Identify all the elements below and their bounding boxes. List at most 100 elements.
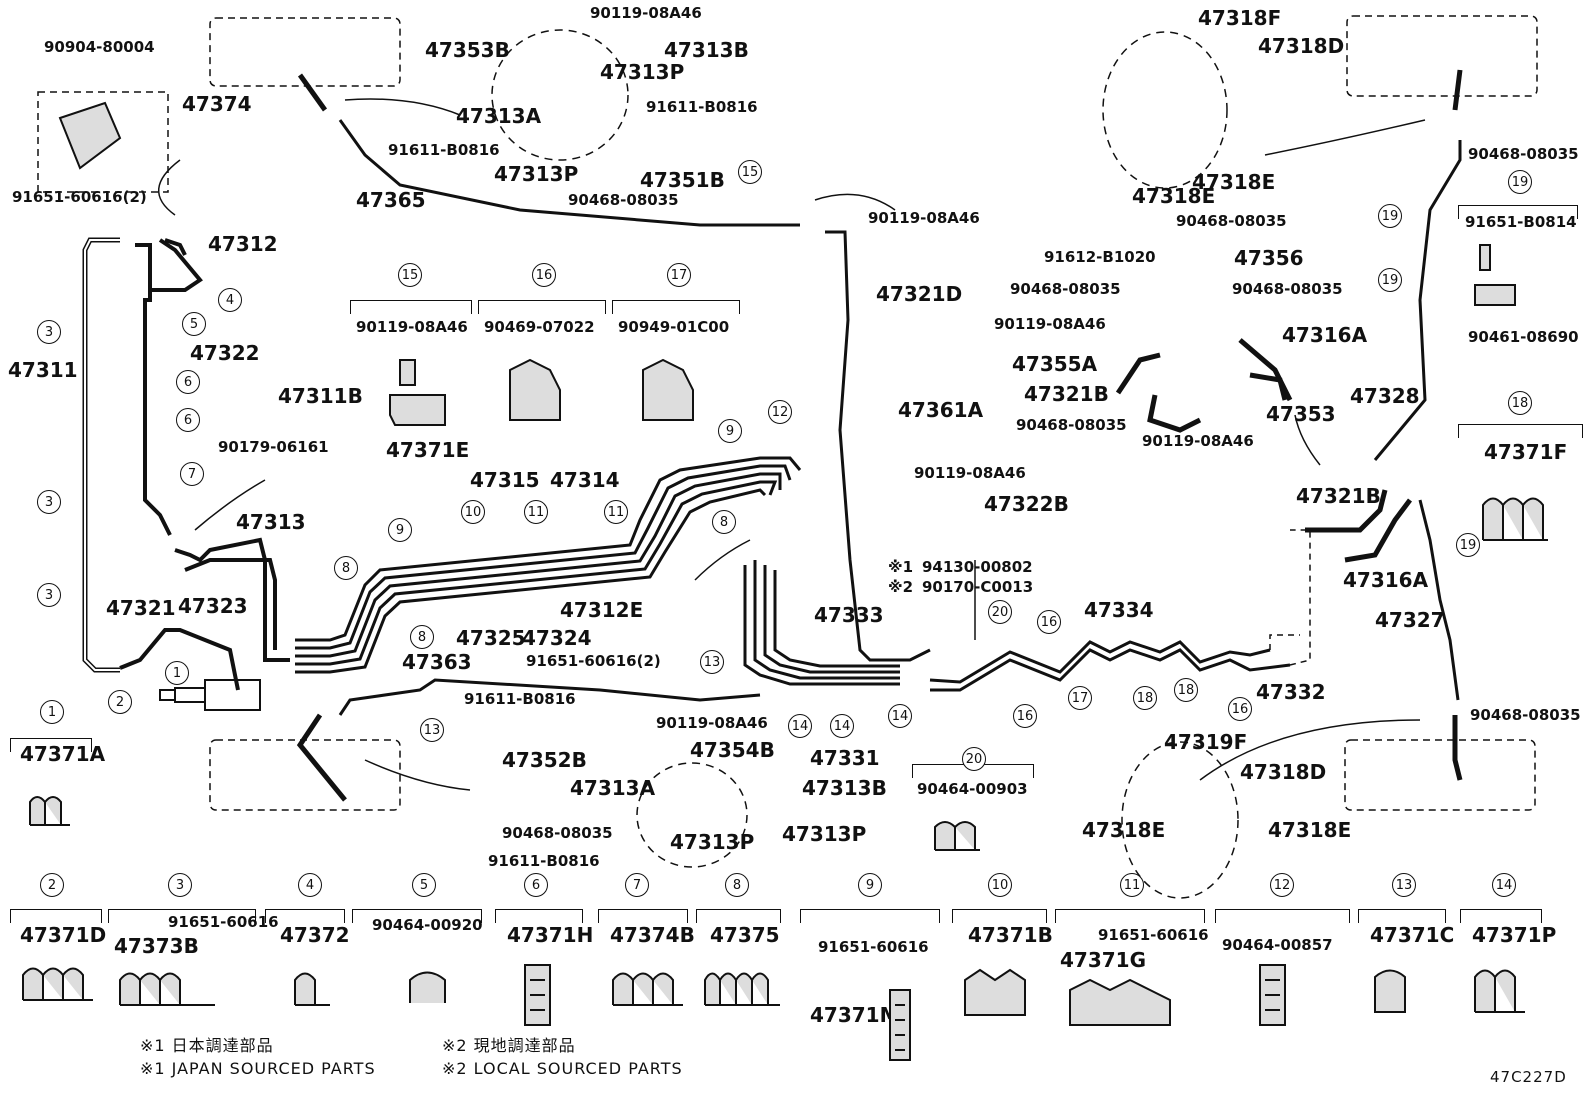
clamp-icon	[889, 989, 911, 1061]
legend-number-2: 2	[40, 873, 64, 897]
legend-number-9: 9	[858, 873, 882, 897]
legend-bracket	[352, 909, 482, 923]
clamp-icon	[509, 358, 561, 421]
clamp-icon	[642, 358, 694, 421]
part-47321B: 47321B	[1296, 484, 1381, 508]
legend-bracket	[1215, 909, 1350, 923]
clamp-ref: 14	[788, 714, 812, 738]
clamp-ref: 3	[37, 320, 61, 344]
clamp-ref: 11	[524, 500, 548, 524]
clamp-ref: 19	[1456, 533, 1480, 557]
part-47352B: 47352B	[502, 748, 587, 772]
clamp-ref: 14	[888, 704, 912, 728]
legend-part-91651-B0814: 91651-B0814	[1465, 213, 1577, 231]
part-91611-B0816: 91611-B0816	[488, 852, 600, 870]
part-91611-B0816: 91611-B0816	[464, 690, 576, 708]
legend-part-47371D: 47371D	[20, 923, 107, 947]
part-47311B: 47311B	[278, 384, 363, 408]
clamp-ref: 13	[420, 718, 444, 742]
legend-part-47372: 47372	[280, 923, 350, 947]
clamp-ref: 19	[1378, 268, 1402, 292]
legend-part-47373B: 47373B	[114, 934, 199, 958]
legend-number-10: 10	[988, 873, 1012, 897]
legend-bracket	[108, 909, 256, 923]
legend-number-20: 20	[962, 747, 986, 771]
part-90468-08035: 90468-08035	[1016, 416, 1127, 434]
legend-number-7: 7	[625, 873, 649, 897]
part-47311: 47311	[8, 358, 78, 382]
legend-bracket	[800, 909, 940, 923]
legend-bracket	[1458, 205, 1578, 219]
clamp-ref: 11	[604, 500, 628, 524]
legend-part-47371G: 47371G	[1060, 948, 1146, 972]
tube-47322	[135, 238, 203, 536]
legend-part-47374B: 47374B	[610, 923, 695, 947]
part-47322B: 47322B	[984, 492, 1069, 516]
clamp-ref: 2	[108, 690, 132, 714]
part-47332: 47332	[1256, 680, 1326, 704]
clamp-icon	[964, 968, 1026, 1016]
part-47314: 47314	[550, 468, 620, 492]
part-94130-00802: 94130-00802	[922, 558, 1033, 576]
legend-bracket	[696, 909, 781, 923]
clamp-ref: 19	[1378, 204, 1402, 228]
part-47313P: 47313P	[670, 830, 755, 854]
part-47316A: 47316A	[1343, 568, 1429, 592]
clamp-ref: 20	[988, 600, 1012, 624]
part-47374: 47374	[182, 92, 252, 116]
part-47333: 47333	[814, 603, 884, 627]
part-47353B: 47353B	[425, 38, 510, 62]
part-90119-08A46: 90119-08A46	[994, 315, 1106, 333]
part-90468-08035: 90468-08035	[1232, 280, 1343, 298]
legend-bracket	[478, 300, 606, 314]
local-sourced-mark: ※2	[888, 578, 914, 596]
legend-part-90469-07022: 90469-07022	[484, 318, 595, 336]
clamp-ref: 18	[1174, 678, 1198, 702]
part-47324: 47324	[522, 626, 592, 650]
legend-bracket	[1055, 909, 1205, 923]
legend-part-91651-60616: 91651-60616	[818, 938, 929, 956]
legend-part-47371B: 47371B	[968, 923, 1053, 947]
part-47312E: 47312E	[560, 598, 644, 622]
part-47313P: 47313P	[782, 822, 867, 846]
clamp-icon	[934, 821, 980, 851]
clamp-ref: 5	[182, 312, 206, 336]
tube-bundle	[295, 456, 802, 674]
tube-47334	[929, 640, 1291, 692]
part-47318E: 47318E	[1082, 818, 1166, 842]
part-47318E: 47318E	[1268, 818, 1352, 842]
tube-47361A	[825, 230, 931, 662]
part-47315: 47315	[470, 468, 540, 492]
legend-part-90119-08A46: 90119-08A46	[356, 318, 468, 336]
part-47316A: 47316A	[1282, 323, 1368, 347]
part-47318D: 47318D	[1240, 760, 1327, 784]
legend-part-91651-60616: 91651-60616	[1098, 926, 1209, 944]
part-91612-B1020: 91612-B1020	[1044, 248, 1156, 266]
part-47313A: 47313A	[570, 776, 656, 800]
part-90904-80004: 90904-80004	[44, 38, 155, 56]
legend-number-6: 6	[524, 873, 548, 897]
part-47323: 47323	[178, 594, 248, 618]
part-47313B: 47313B	[802, 776, 887, 800]
tube-47363	[338, 678, 761, 716]
part-90119-08A46: 90119-08A46	[656, 714, 768, 732]
clamp-icon	[1374, 969, 1406, 1013]
clamp-ref: 15	[738, 160, 762, 184]
part-90170-C0013: 90170-C0013	[922, 578, 1034, 596]
legend-number-16: 16	[532, 263, 556, 287]
clamp-ref: 9	[388, 518, 412, 542]
part-47318F: 47318F	[1198, 6, 1282, 30]
clamp-ref: 10	[461, 500, 485, 524]
clamp-icon	[1069, 978, 1171, 1026]
legend-number-1: 1	[40, 700, 64, 724]
part-47355A: 47355A	[1012, 352, 1098, 376]
legend-number-15: 15	[398, 263, 422, 287]
legend-bracket	[10, 738, 92, 752]
part-47318E: 47318E	[1132, 184, 1216, 208]
part-47331: 47331	[810, 746, 880, 770]
clamp-ref: 7	[180, 462, 204, 486]
part-47319F: 47319F	[1164, 730, 1248, 754]
clamp-ref: 8	[712, 510, 736, 534]
clamp-icon	[294, 972, 330, 1006]
part-47312: 47312	[208, 232, 278, 256]
